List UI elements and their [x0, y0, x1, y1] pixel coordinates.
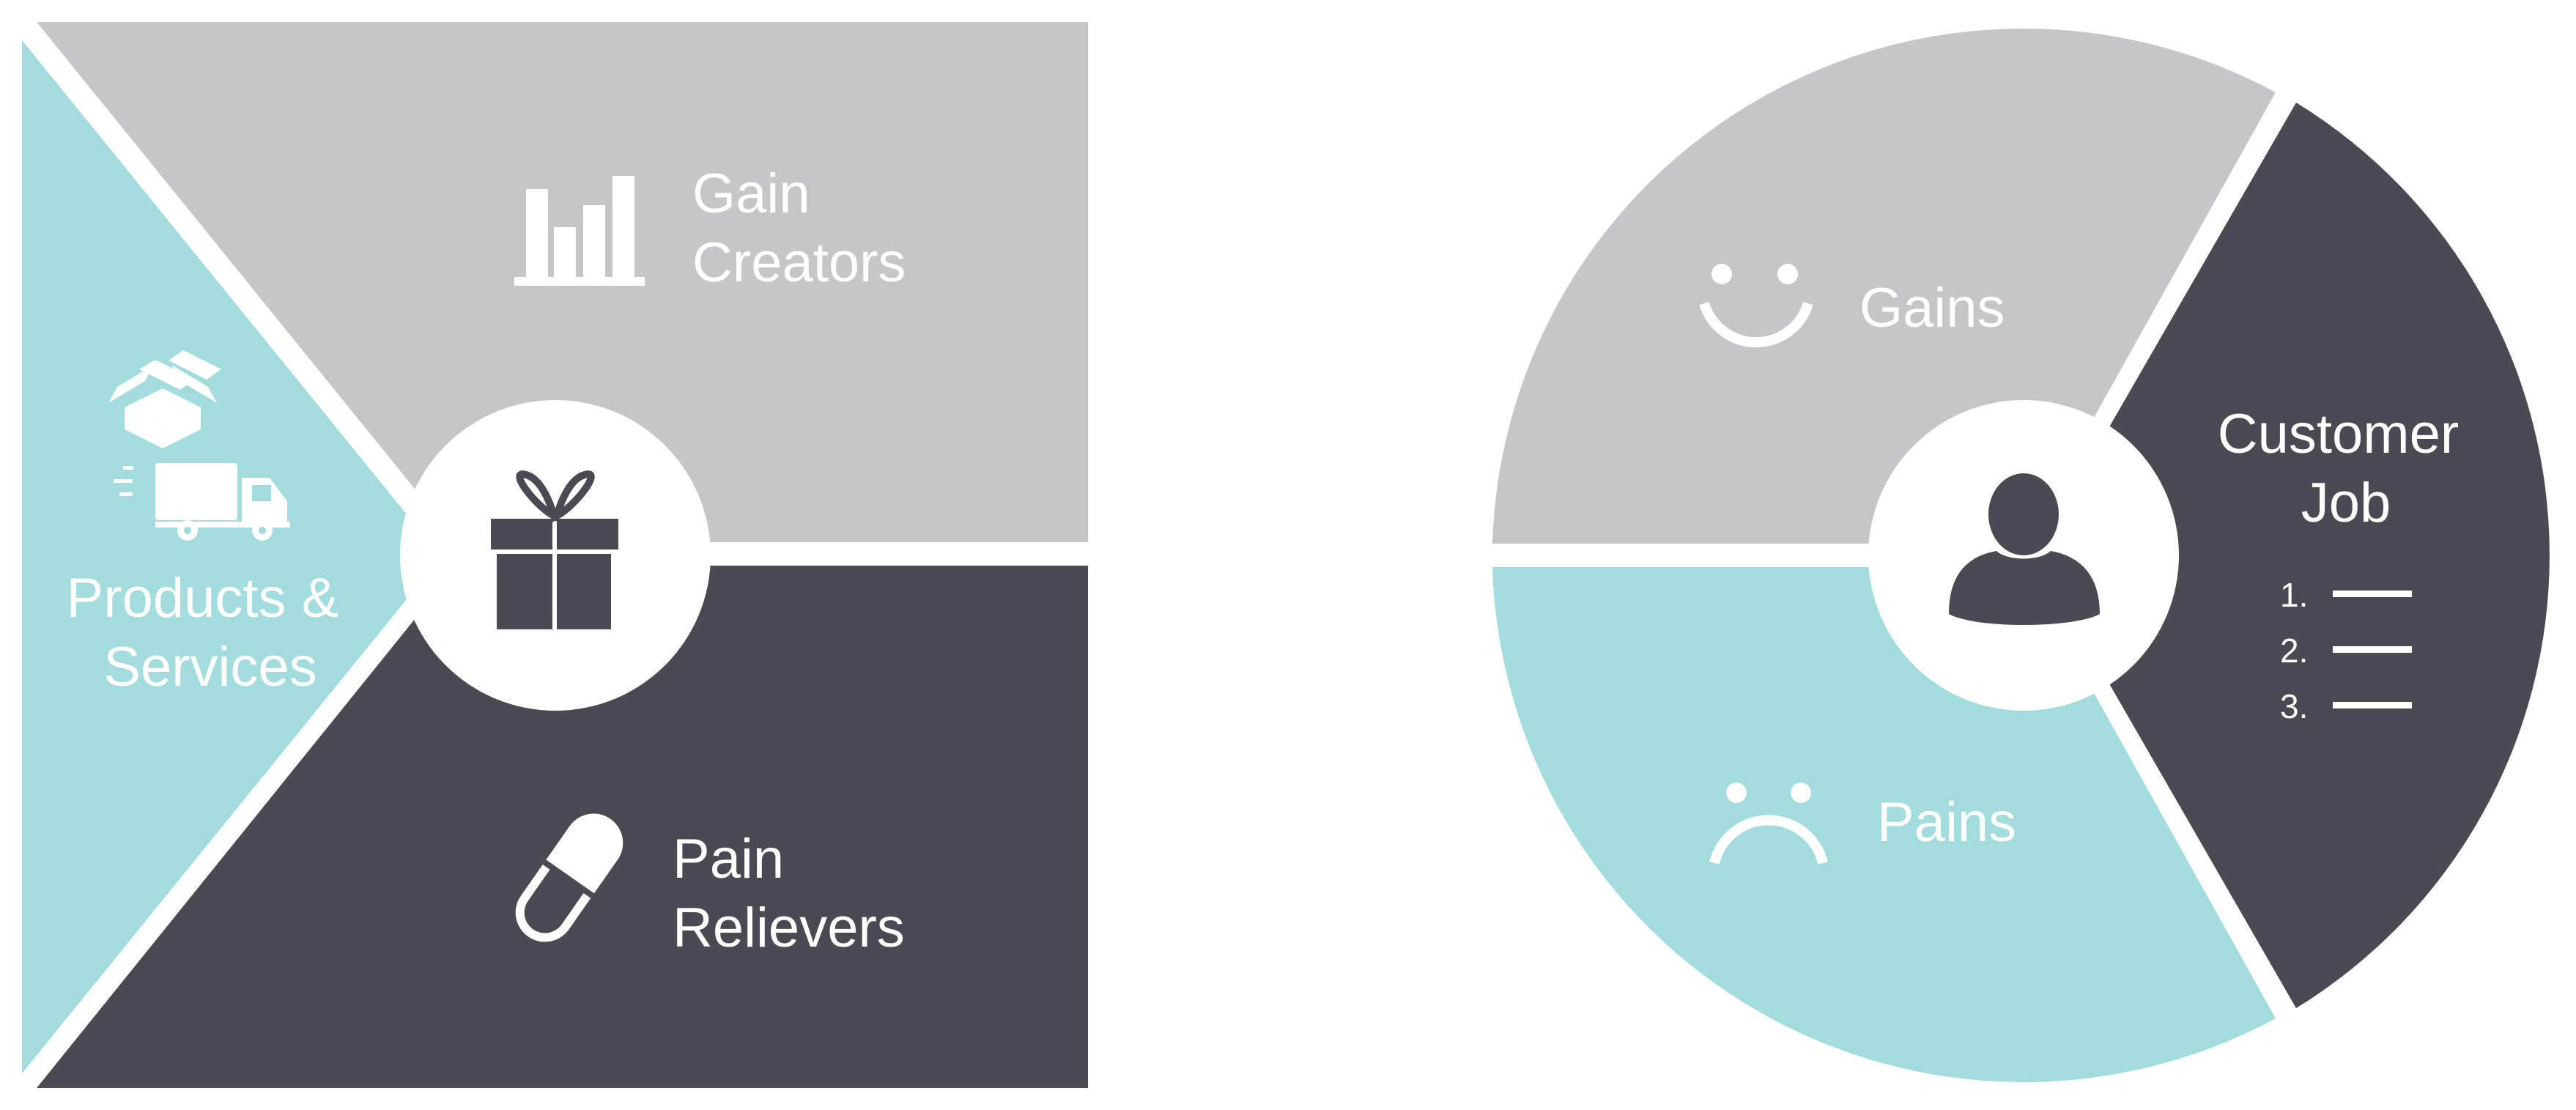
list-number: 2.: [2280, 632, 2308, 670]
pain-relievers-region: [37, 566, 1088, 1088]
customer-job-region: [2035, 103, 2550, 1008]
pains-label: Pains: [1877, 791, 2016, 854]
open-box-icon: [108, 350, 221, 448]
products-services-label: Products & Services: [67, 567, 355, 698]
value-map: Gain Creators: [22, 22, 1088, 1088]
products-services-region: [22, 40, 441, 1073]
list-line: [2333, 591, 2412, 597]
delivery-truck-icon: [114, 463, 290, 541]
smiley-face-icon: [1699, 264, 1813, 348]
sad-face-icon: [1709, 782, 1828, 865]
gain-creators-label: Gain Creators: [692, 163, 906, 294]
pain-relievers-label: Pain Relievers: [673, 828, 905, 959]
person-icon: [1949, 473, 2100, 625]
customer-profile: Gains Pains Customer Job 1. 2. 3.: [1492, 29, 2550, 1082]
bar-chart-icon: [514, 176, 645, 286]
customer-job-list: 1. 2. 3.: [2280, 576, 2412, 725]
list-line: [2333, 646, 2412, 653]
customer-job-label: Customer Job: [2218, 403, 2475, 534]
gift-icon: [491, 470, 618, 632]
list-line: [2333, 702, 2412, 708]
list-number: 1.: [2280, 576, 2308, 614]
pill-capsule-icon: [515, 813, 623, 942]
list-number: 3.: [2280, 687, 2308, 725]
gains-label: Gains: [1859, 277, 2005, 339]
